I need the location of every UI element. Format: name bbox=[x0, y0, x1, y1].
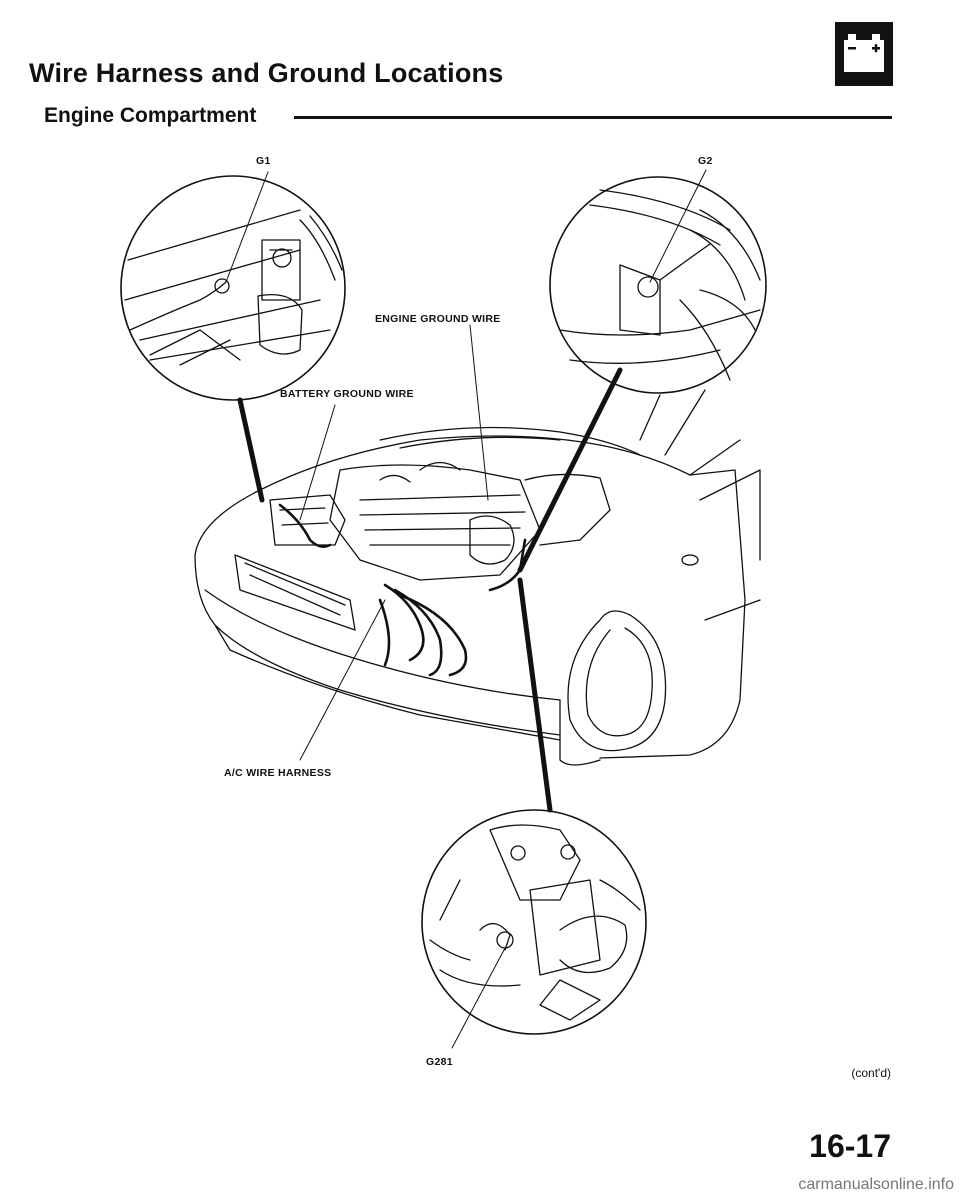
watermark-text: carmanualsonline.info bbox=[798, 1176, 954, 1193]
ac-wire-harness-leader bbox=[299, 599, 386, 761]
page-number: 16-17 bbox=[809, 1128, 891, 1164]
g2-detail-circle bbox=[549, 176, 767, 394]
g1-pointer bbox=[237, 397, 265, 503]
ac-wire-harness-label: A/C WIRE HARNESS bbox=[224, 767, 332, 779]
g2-pointer bbox=[517, 367, 623, 573]
g1-label: G1 bbox=[256, 155, 271, 167]
engine-block bbox=[269, 461, 611, 581]
battery-icon bbox=[835, 22, 893, 86]
engine-ground-wire-label: ENGINE GROUND WIRE bbox=[375, 313, 501, 325]
g281-detail-circle bbox=[421, 809, 647, 1035]
car-body bbox=[194, 389, 761, 766]
page-title: Wire Harness and Ground Locations bbox=[29, 58, 504, 88]
battery-ground-wire-label: BATTERY GROUND WIRE bbox=[280, 388, 414, 400]
g281-label: G281 bbox=[426, 1056, 453, 1068]
g1-detail-circle bbox=[120, 175, 346, 401]
g2-label: G2 bbox=[698, 155, 713, 167]
g1-leader bbox=[225, 171, 269, 283]
wire-harness bbox=[278, 503, 527, 677]
subtitle-rule bbox=[294, 116, 892, 119]
section-subtitle: Engine Compartment bbox=[44, 104, 257, 127]
continued-note: (cont'd) bbox=[851, 1066, 891, 1080]
battery-ground-wire-leader bbox=[299, 404, 336, 521]
engine-ground-wire-leader bbox=[469, 324, 489, 501]
g281-leader bbox=[451, 947, 506, 1049]
g2-leader bbox=[649, 169, 707, 283]
g281-pointer bbox=[517, 577, 553, 813]
